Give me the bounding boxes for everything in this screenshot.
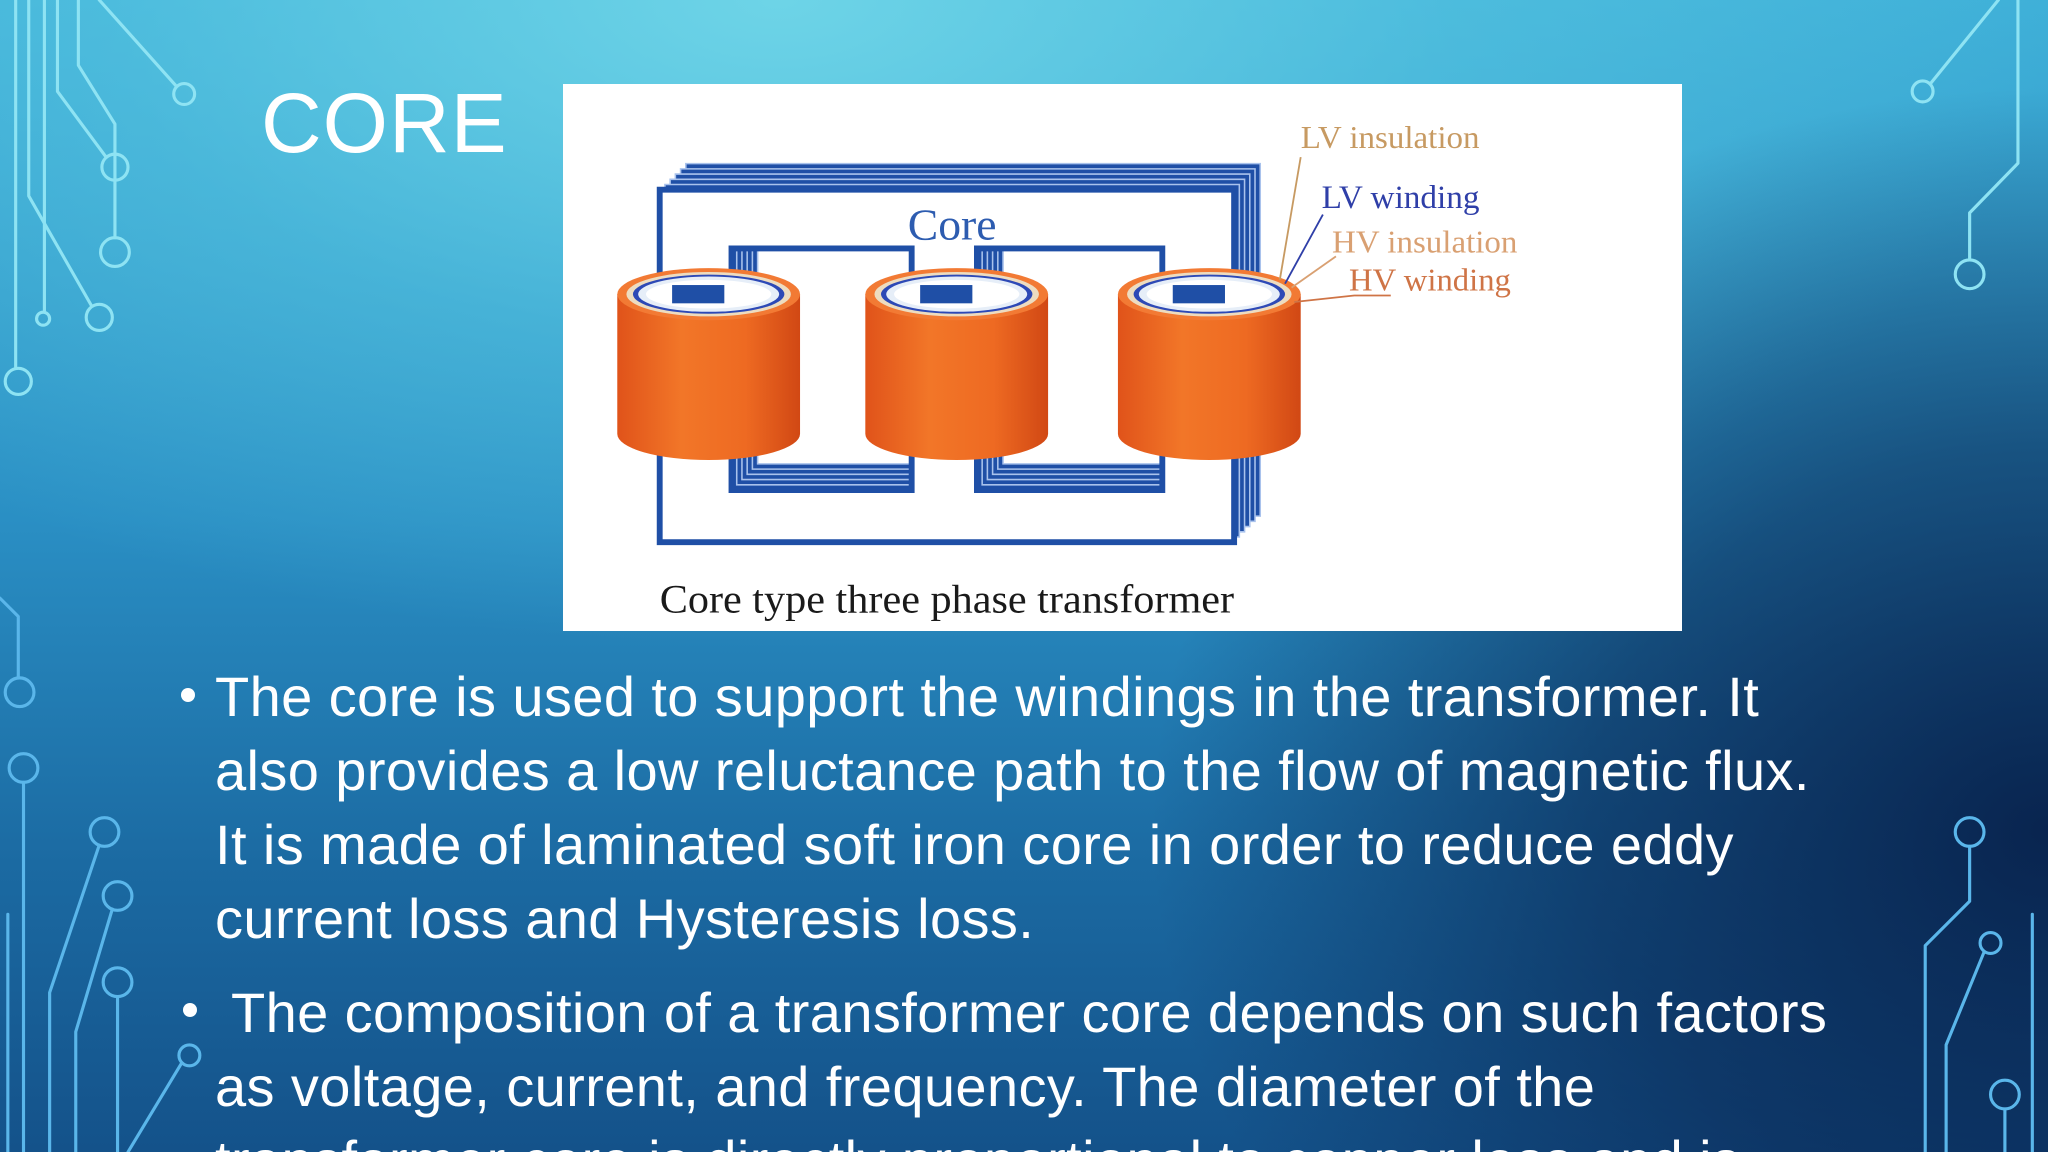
- core-label: Core: [908, 199, 997, 249]
- hv-winding-label: HV winding: [1349, 262, 1511, 297]
- limb-section: [920, 285, 973, 304]
- circuit-node: [1988, 1078, 2021, 1111]
- bullet-item: The core is used to support the windings…: [215, 660, 1810, 956]
- circuit-node: [101, 966, 134, 999]
- transformer-figure: Core: [563, 84, 1682, 631]
- circuit-trace: [0, 596, 20, 680]
- circuit-trace: [126, 1061, 184, 1152]
- bullet-line: transformer core is directly proportiona…: [215, 1124, 1827, 1152]
- circuit-node: [1953, 258, 1986, 291]
- slide-title: CORE: [261, 76, 508, 170]
- transformer-diagram: Core: [617, 120, 1518, 622]
- circuit-node: [1910, 79, 1935, 104]
- hv-insulation-label: HV insulation: [1332, 224, 1518, 259]
- circuit-trace: [1928, 0, 2000, 86]
- circuit-trace: [48, 843, 101, 1152]
- bullet-marker: [181, 688, 195, 702]
- lv-insulation-label: LV insulation: [1301, 120, 1480, 155]
- circuit-node: [7, 752, 40, 784]
- circuit-node: [35, 310, 52, 327]
- circuit-trace: [97, 0, 178, 88]
- bullet-line: It is made of laminated soft iron core i…: [215, 813, 1734, 876]
- bullet-line: also provides a low reluctance path to t…: [215, 739, 1810, 802]
- coil-body: [617, 294, 801, 460]
- circuit-node: [99, 236, 131, 269]
- circuit-node: [177, 1043, 202, 1068]
- label-leaders: [1278, 156, 1391, 303]
- circuit-node: [84, 302, 114, 333]
- coil-body: [1117, 294, 1301, 460]
- circuit-node: [3, 366, 33, 397]
- bullet-line: The core is used to support the windings…: [215, 665, 1760, 728]
- circuit-trace: [55, 0, 108, 159]
- figure-caption: Core type three phase transformer: [660, 577, 1235, 622]
- circuit-trace: [1944, 950, 1986, 1152]
- circuit-trace: [1968, 0, 2020, 262]
- lv-insulation-leader: [1278, 156, 1302, 280]
- coil-middle: [865, 268, 1049, 460]
- circuit-node: [1953, 816, 1986, 848]
- bullet-line: The composition of a transformer core de…: [231, 981, 1828, 1044]
- bullet-item: The composition of a transformer core de…: [215, 976, 1827, 1152]
- circuit-trace: [74, 907, 114, 1152]
- circuit-node: [172, 82, 197, 107]
- hv-insulation-leader: [1291, 255, 1337, 289]
- limb-section: [1172, 285, 1225, 304]
- circuit-trace: [27, 0, 93, 308]
- circuit-node: [101, 880, 134, 912]
- bullet-line: current loss and Hysteresis loss.: [215, 887, 1035, 950]
- circuit-node: [1978, 931, 2003, 956]
- coil-right: [1117, 268, 1301, 460]
- coil-left: [617, 268, 801, 460]
- circuit-node: [88, 816, 121, 848]
- coil-body: [865, 294, 1049, 460]
- lv-winding-label: LV winding: [1322, 180, 1480, 216]
- circuit-trace: [76, 0, 117, 240]
- bullet-line: as voltage, current, and frequency. The …: [215, 1055, 1596, 1118]
- hv-winding-leader: [1294, 294, 1391, 303]
- lv-winding-leader: [1284, 214, 1324, 285]
- limb-section: [672, 285, 725, 304]
- bullet-marker: [183, 1003, 197, 1017]
- circuit-node: [3, 676, 36, 709]
- circuit-trace: [1923, 844, 1972, 1152]
